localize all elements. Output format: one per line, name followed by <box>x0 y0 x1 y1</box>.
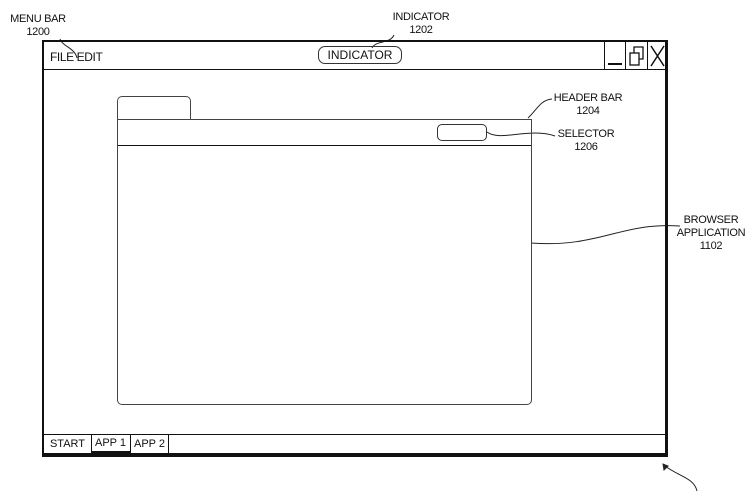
label-ref: 1206 <box>574 141 598 153</box>
desktop-window: FILE EDIT INDICATOR START APP 1 APP 2 <box>42 40 668 457</box>
file-edit-menu[interactable]: FILE EDIT <box>50 50 103 64</box>
restore-icon <box>629 46 644 66</box>
browser-application <box>117 119 532 405</box>
taskbar: START APP 1 APP 2 <box>44 434 665 453</box>
close-icon <box>650 45 665 67</box>
label-title: SELECTOR <box>557 128 615 140</box>
indicator[interactable]: INDICATOR <box>318 46 402 64</box>
browser-tab[interactable] <box>117 96 191 120</box>
label-ref: 1200 <box>26 26 50 38</box>
menu-bar: FILE EDIT INDICATOR <box>44 42 665 70</box>
label-title: BROWSER <box>683 214 739 226</box>
taskbar-start[interactable]: START <box>44 435 92 453</box>
label-ref: 1204 <box>576 105 600 117</box>
label-title: INDICATOR <box>392 11 450 23</box>
selector[interactable] <box>437 124 487 141</box>
label-title: HEADER BAR <box>553 92 623 104</box>
taskbar-app-1[interactable]: APP 1 <box>91 435 131 453</box>
header-bar <box>118 120 531 146</box>
label-title-2: APPLICATION <box>676 227 746 239</box>
minimize-icon <box>608 63 622 65</box>
label-ref: 1102 <box>699 240 723 252</box>
label-ref: 1202 <box>409 24 433 36</box>
close-button[interactable] <box>647 42 666 69</box>
minimize-button[interactable] <box>604 42 625 69</box>
taskbar-app-2[interactable]: APP 2 <box>131 435 169 453</box>
label-title: MENU BAR <box>10 13 66 25</box>
restore-button[interactable] <box>625 42 648 69</box>
